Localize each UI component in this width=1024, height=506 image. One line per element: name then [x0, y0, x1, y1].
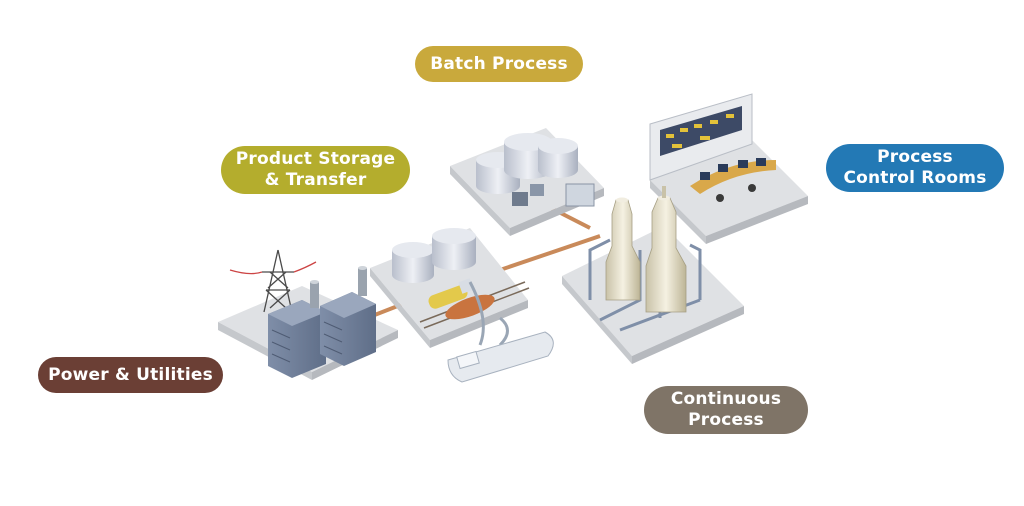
process-control-rooms-label: Process Control Rooms — [826, 144, 1004, 192]
product-storage-transfer-label: Product Storage & Transfer — [221, 146, 410, 194]
power-utilities-text: Power & Utilities — [48, 364, 213, 385]
power-utilities-label: Power & Utilities — [38, 357, 223, 393]
transfer-text: & Transfer — [264, 170, 367, 190]
batch-process-text: Batch Process — [430, 53, 568, 74]
continuous-process-platform — [562, 186, 744, 364]
batch-process-platform — [450, 128, 604, 236]
product-storage-text: Product Storage — [235, 149, 396, 169]
batch-process-label: Batch Process — [415, 46, 583, 82]
control-rooms-text: Control Rooms — [843, 168, 987, 188]
storage-transfer-platform — [370, 228, 530, 348]
power-utilities-platform — [218, 249, 398, 380]
continuous-process-label: Continuous Process — [644, 386, 808, 434]
continuous-process-text: Process — [688, 410, 764, 430]
transmission-tower — [229, 249, 317, 313]
process-text: Process — [877, 147, 953, 167]
tanker-ship — [447, 331, 554, 383]
continuous-text: Continuous — [670, 389, 782, 409]
